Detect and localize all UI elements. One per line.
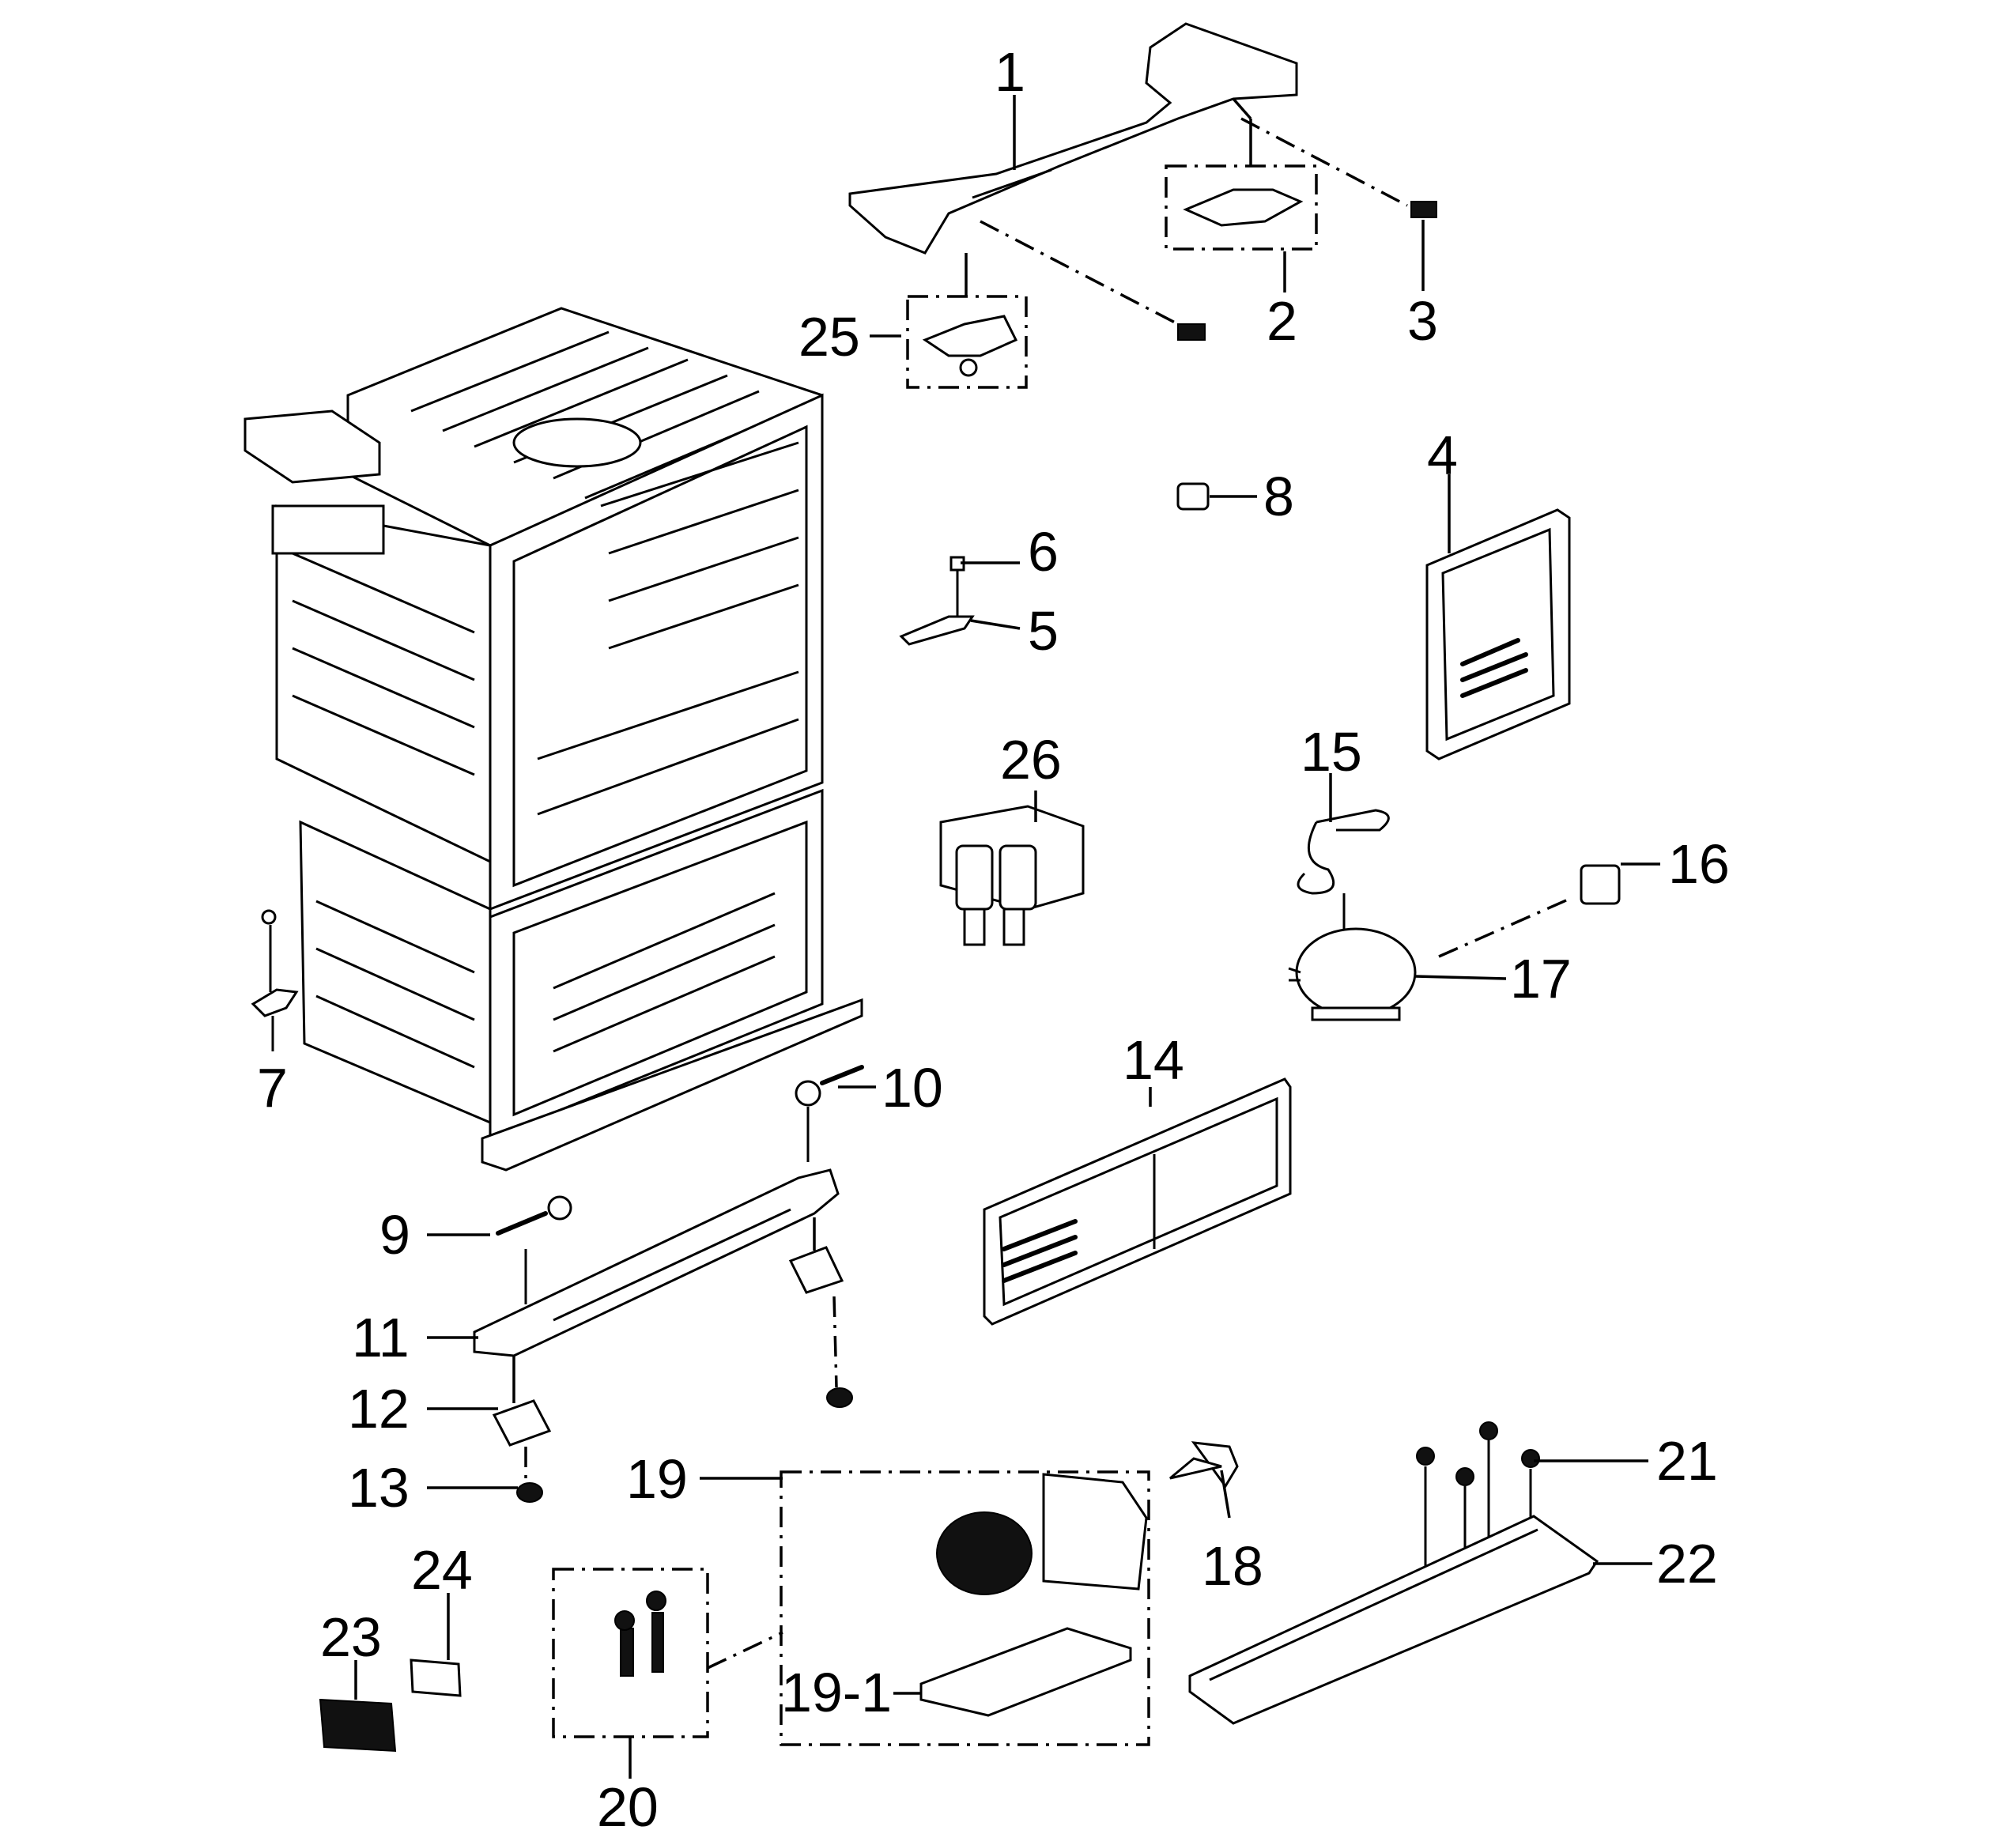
- part-9-roller: [496, 1195, 572, 1304]
- callout-19: 19: [626, 1448, 688, 1510]
- part-12-leveling-bracket: [492, 1217, 844, 1447]
- fridge-compartment-ribs: [537, 441, 799, 816]
- callout-2: 2: [1267, 290, 1297, 352]
- callout-17: 17: [1510, 948, 1572, 1009]
- callout-24: 24: [411, 1539, 473, 1601]
- part-8-switch: [1176, 482, 1210, 511]
- part-10-roller: [795, 1065, 864, 1162]
- callout-20: 20: [597, 1776, 659, 1834]
- callout-23: 23: [320, 1606, 382, 1668]
- callout-16: 16: [1668, 833, 1730, 895]
- callout-6: 6: [1028, 521, 1059, 583]
- part-23-label: [319, 1698, 397, 1753]
- part-1-top-hinge-bracket: [848, 22, 1298, 255]
- callout-9: 9: [379, 1204, 410, 1266]
- callout-14: 14: [1123, 1029, 1184, 1091]
- callout-5: 5: [1028, 600, 1059, 662]
- part-15-tube: [1297, 809, 1390, 895]
- part-22-base-plate: [1188, 1515, 1599, 1725]
- callout-18: 18: [1202, 1535, 1263, 1597]
- part-6-5-lamp-assembly: [899, 556, 975, 646]
- cover-cap-small: [1177, 323, 1206, 341]
- callout-4: 4: [1427, 425, 1458, 486]
- part-19-fan-assembly: [780, 1470, 1150, 1746]
- part-13-leveling-foot: [516, 1296, 853, 1503]
- part-14-back-cover: [983, 1077, 1292, 1326]
- part-4-cover-panel: [1425, 508, 1571, 760]
- part-26-water-valve: [939, 805, 1085, 946]
- part-18-fan-blade: [1169, 1441, 1239, 1489]
- part-16-relay: [1580, 864, 1621, 905]
- callout-3: 3: [1407, 290, 1438, 352]
- freezer-compartment-ribs: [553, 892, 776, 1053]
- part-25-hinge-lower: [906, 253, 1028, 389]
- callout-19-1: 19-1: [781, 1662, 892, 1723]
- callout-25: 25: [798, 306, 860, 368]
- part-11-base-rail: [473, 1168, 840, 1357]
- callout-1: 1: [995, 41, 1025, 103]
- callout-15: 15: [1301, 721, 1362, 783]
- cabinet-side-ribs: [292, 552, 475, 1069]
- callout-22: 22: [1656, 1533, 1718, 1594]
- part-20-screws: [552, 1568, 709, 1738]
- callout-10: 10: [882, 1057, 943, 1119]
- callout-21: 21: [1656, 1430, 1718, 1492]
- callout-labels: 1 2 3 25 8 4 6 5 26 15 16 17 14 10 7 9 1…: [257, 41, 1730, 1834]
- part-7-hinge-pin: [251, 909, 299, 1051]
- callout-8: 8: [1263, 466, 1294, 527]
- callout-12: 12: [348, 1378, 410, 1440]
- part-17-compressor: [1288, 893, 1417, 1021]
- part-24-label: [410, 1659, 462, 1697]
- refrigerator-cabinet: [244, 307, 863, 1172]
- callout-7: 7: [257, 1057, 288, 1119]
- part-3-cover-cap: [1410, 201, 1437, 218]
- callout-11: 11: [352, 1307, 410, 1368]
- part-2-hinge: [1165, 97, 1318, 251]
- callout-leaders: [354, 95, 1660, 1779]
- callout-26: 26: [1000, 729, 1062, 791]
- callout-13: 13: [348, 1457, 410, 1519]
